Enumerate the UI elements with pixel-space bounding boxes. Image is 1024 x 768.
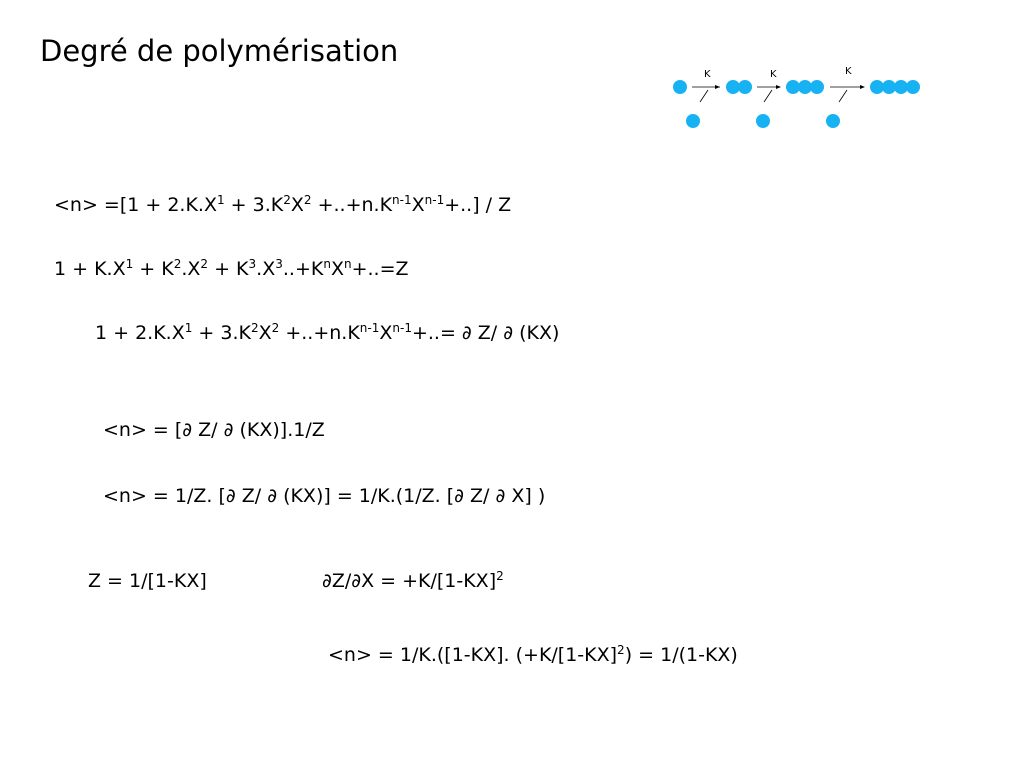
monomer-bead: [673, 80, 687, 94]
superscript: 2: [303, 193, 312, 208]
equation-text: Z = 1/[1-KX]: [88, 570, 207, 592]
equation-text: + K: [208, 258, 249, 280]
equation-text: 1 + K.X: [54, 258, 126, 280]
equation-mean-degree-x: <n> = 1/Z. [∂ Z/ ∂ (KX)] = 1/K.(1/Z. [∂ …: [103, 487, 545, 506]
arrow-join-stroke: [838, 89, 848, 103]
equation-text: +..] / Z: [444, 194, 512, 216]
superscript: 2: [271, 321, 280, 336]
equation-mean-degree-result: <n> = 1/K.([1-KX]. (+K/[1-KX]2) = 1/(1-K…: [328, 643, 738, 666]
superscript: 2: [250, 321, 259, 336]
added-monomer-bead: [686, 114, 700, 128]
equation-text: + K: [133, 258, 174, 280]
superscript: 1: [184, 321, 193, 336]
equation-text: +..+n.K: [311, 194, 393, 216]
dimer-bead: [726, 80, 740, 94]
equation-mean-degree: <n> =[1 + 2.K.X1 + 3.K2X2 +..+n.Kn-1Xn-1…: [54, 193, 512, 216]
superscript: 1: [216, 193, 225, 208]
tetramer-bead: [882, 80, 896, 94]
polymerization-diagram: K K K: [673, 66, 920, 128]
equation-text: <n> = 1/K.([1-KX]. (+K/[1-KX]: [328, 644, 618, 666]
equation-text: ∂Z/∂X = +K/[1-KX]: [322, 570, 497, 592]
trimer-bead: [810, 80, 824, 94]
equation-text: + 3.K: [224, 194, 284, 216]
equation-text: <n> =[1 + 2.K.X: [54, 194, 217, 216]
superscript: 3: [275, 257, 283, 272]
superscript: n-1: [359, 321, 380, 336]
tetramer-bead: [894, 80, 908, 94]
superscript: 2: [283, 193, 291, 208]
dimer-bead: [738, 80, 752, 94]
superscript: n-1: [424, 193, 445, 208]
tetramer-bead: [870, 80, 884, 94]
superscript: 1: [125, 257, 134, 272]
equation-text: ) = 1/(1-KX): [624, 644, 738, 666]
superscript: 2: [617, 643, 625, 658]
equation-z-derivative: ∂Z/∂X = +K/[1-KX]2: [322, 569, 504, 592]
trimer-bead: [786, 80, 800, 94]
equation-z-closed-form: Z = 1/[1-KX]: [88, 572, 207, 591]
equation-text: X: [290, 194, 304, 216]
arrow-head: [860, 85, 865, 89]
equation-text: .X: [256, 258, 276, 280]
equation-partition-sum: 1 + K.X1 + K2.X2 + K3.X3..+KnXn+..=Z: [54, 257, 409, 280]
equation-text: + 3.K: [192, 322, 251, 344]
equation-text: +..+n.K: [279, 322, 360, 344]
slide-title: Degré de polymérisation: [40, 34, 399, 68]
superscript: 2: [496, 569, 504, 584]
rate-constant-label: K: [770, 69, 777, 80]
superscript: n-1: [392, 193, 412, 208]
equation-mean-degree-derivative: <n> = [∂ Z/ ∂ (KX)].1/Z: [103, 421, 325, 440]
equation-text: X: [330, 258, 344, 280]
equation-text: X: [411, 194, 425, 216]
equation-text: 1 + 2.K.X: [95, 322, 185, 344]
rate-constant-label: K: [704, 69, 711, 80]
added-monomer-bead: [756, 114, 770, 128]
equation-partition-derivative: 1 + 2.K.X1 + 3.K2X2 +..+n.Kn-1Xn-1+..= ∂…: [95, 321, 560, 344]
equation-text: .X: [181, 258, 201, 280]
superscript: n-1: [392, 321, 412, 336]
arrow-head: [776, 85, 781, 89]
equation-text: +..= ∂ Z/ ∂ (KX): [411, 322, 560, 344]
superscript: 3: [248, 257, 257, 272]
trimer-bead: [798, 80, 812, 94]
arrow-head: [715, 85, 720, 89]
equation-text: X: [379, 322, 393, 344]
superscript: n: [323, 257, 331, 272]
arrow-join-stroke: [699, 89, 709, 103]
added-monomer-bead: [826, 114, 840, 128]
superscript: 2: [173, 257, 182, 272]
rate-constant-label: K: [845, 66, 852, 77]
equation-text: X: [258, 322, 272, 344]
superscript: n: [343, 257, 352, 272]
superscript: 2: [200, 257, 209, 272]
equation-text: <n> = [∂ Z/ ∂ (KX)].1/Z: [103, 419, 325, 441]
arrow-join-stroke: [763, 89, 773, 103]
tetramer-bead: [906, 80, 920, 94]
equation-text: <n> = 1/Z. [∂ Z/ ∂ (KX)] = 1/K.(1/Z. [∂ …: [103, 485, 546, 507]
equation-text: +..=Z: [351, 258, 409, 280]
equation-text: ..+K: [282, 258, 324, 280]
